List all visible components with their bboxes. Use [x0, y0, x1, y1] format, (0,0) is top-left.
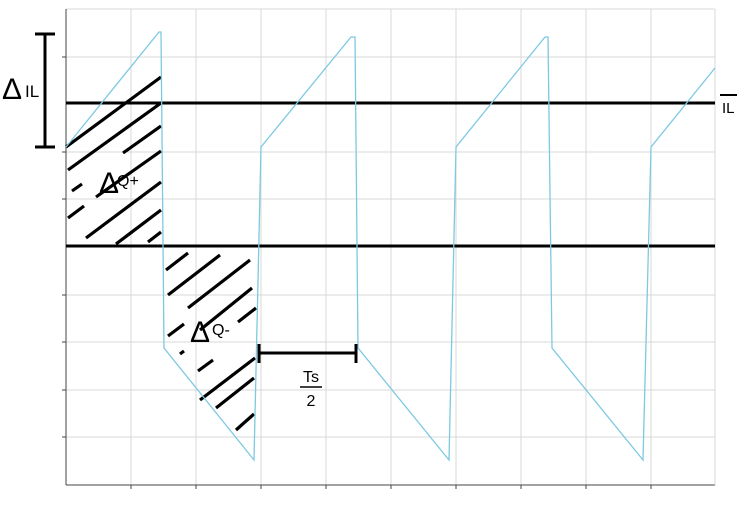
dq-minus-hatching: [165, 251, 257, 432]
dq-minus-delta-symbol: Δ: [190, 316, 210, 349]
axis-ticks: [62, 56, 652, 489]
dq-minus-label: Q-: [212, 322, 230, 339]
il-average-label: IL: [722, 100, 735, 117]
half-period-marker: [257, 344, 358, 363]
dq-plus-hatching: [65, 75, 162, 246]
ts-numerator: Ts: [303, 369, 319, 386]
dq-plus-delta-symbol: Δ: [99, 167, 119, 200]
ts-denominator: 2: [307, 393, 316, 410]
delta-il-bracket: [35, 32, 55, 149]
delta-il-label: IL: [25, 82, 39, 101]
dq-plus-label: Q+: [117, 173, 139, 190]
delta-il-symbol: Δ: [2, 73, 22, 106]
inductor-current-waveform: [65, 31, 716, 462]
